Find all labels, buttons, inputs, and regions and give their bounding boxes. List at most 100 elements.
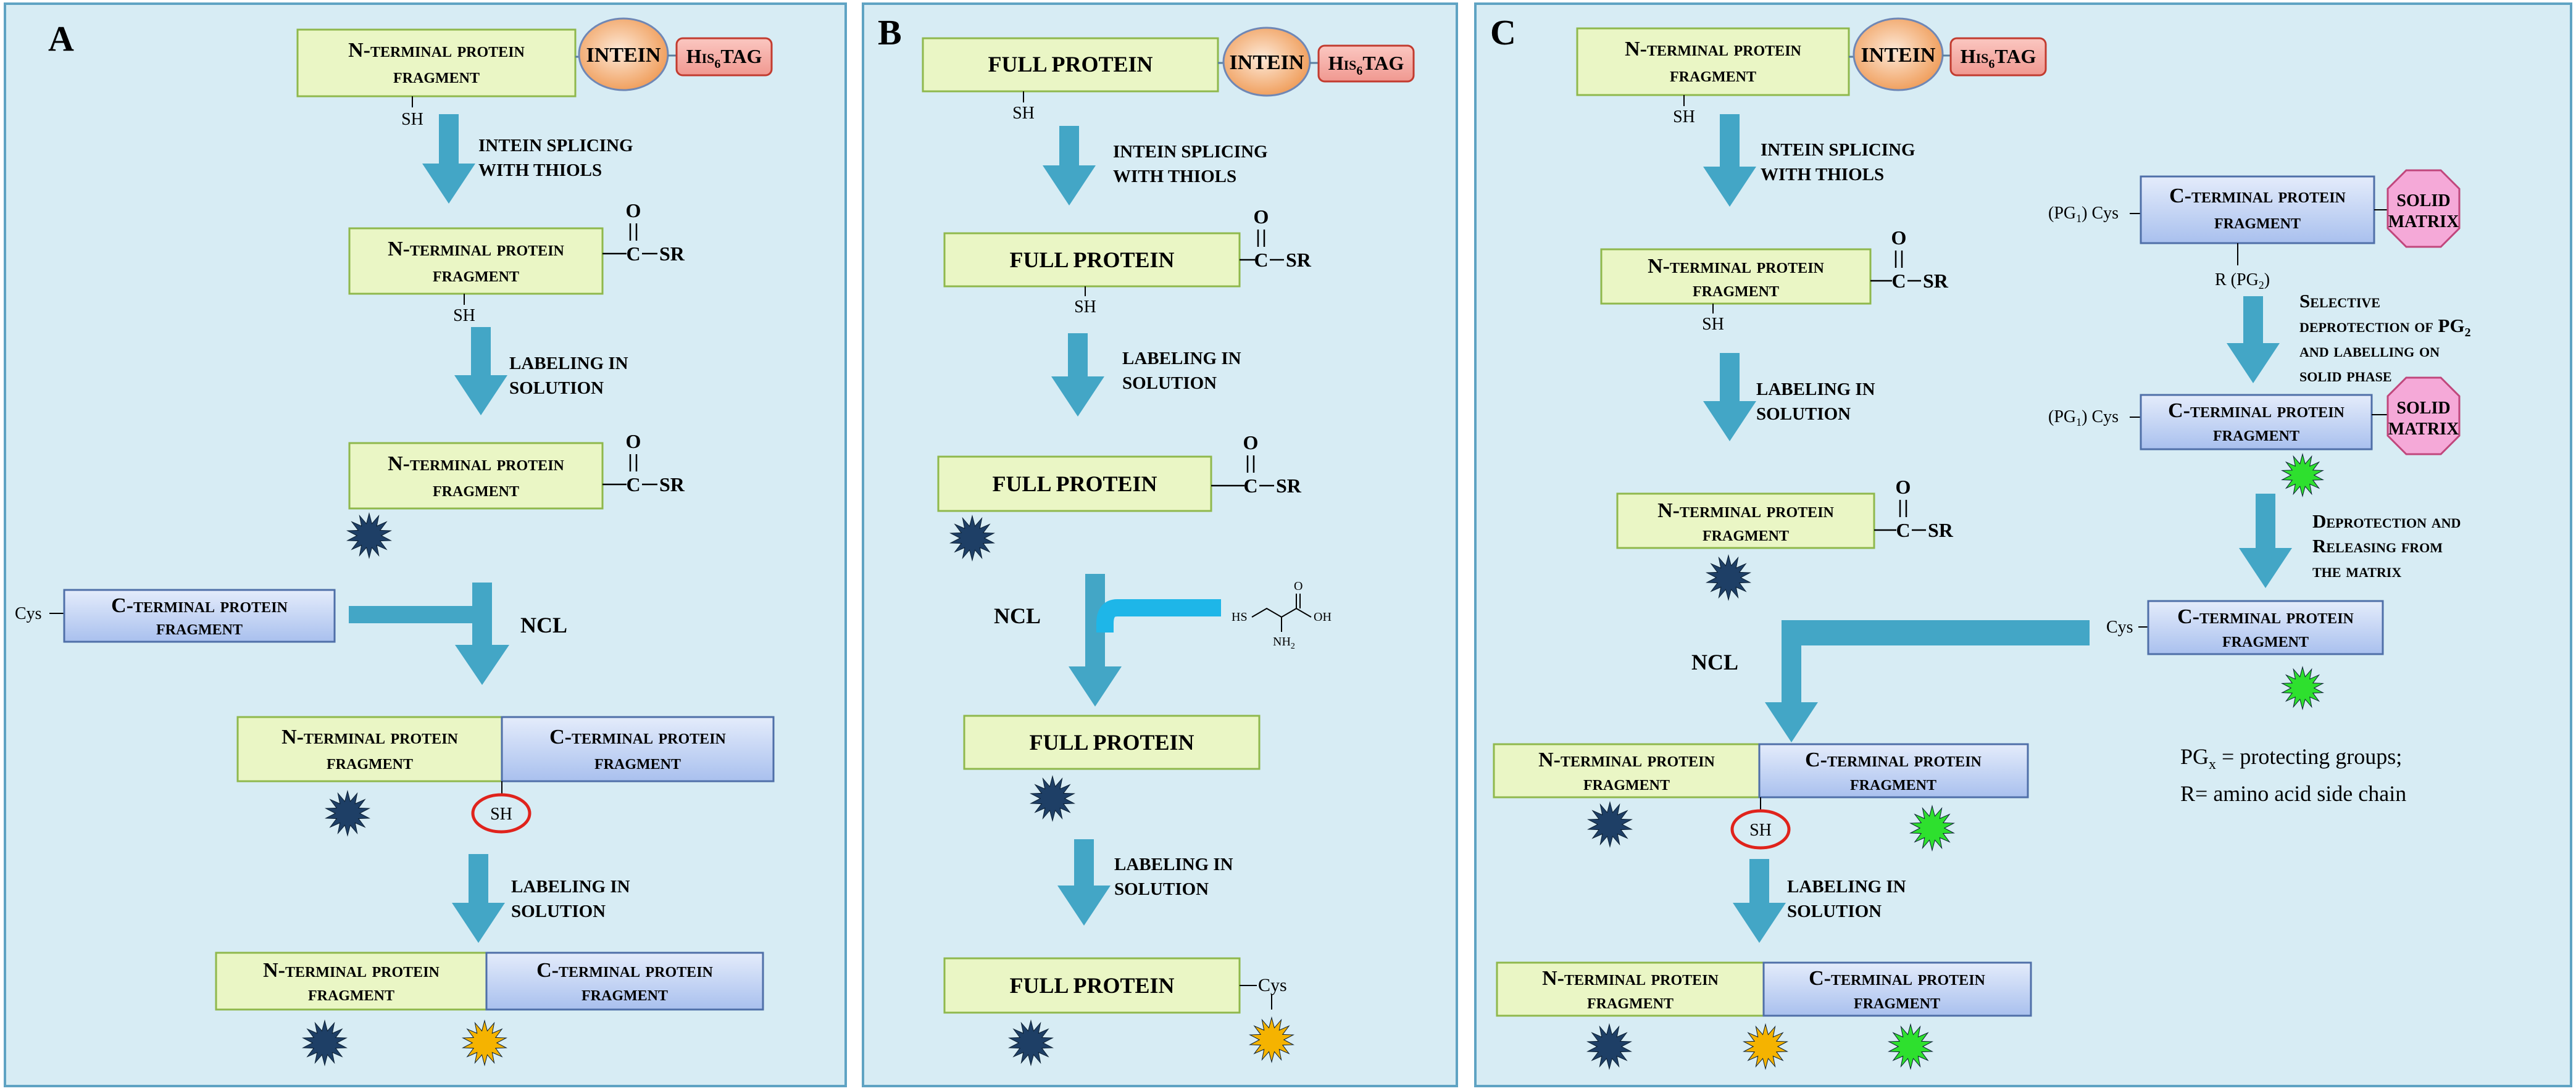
c-legend-r: R= amino acid side chain bbox=[2180, 781, 2406, 806]
spiky-star-fluorophore-icon bbox=[1248, 1016, 1295, 1063]
b-step-label-sol2-2: SOLUTION bbox=[1114, 879, 1209, 899]
a-cys-label: Cys bbox=[15, 604, 42, 623]
b-arrow-ncl bbox=[1069, 574, 1122, 707]
c-step-splicing-1: INTEIN SPLICING bbox=[1761, 140, 1915, 160]
a-his-tag-label: His6TAG bbox=[686, 45, 762, 71]
spiky-star-fluorophore-icon bbox=[949, 515, 996, 562]
c-sh-highlight-circle bbox=[1730, 809, 1791, 850]
a-his-tag-box bbox=[675, 37, 773, 77]
a-labeled-fragment-label: N-terminal protein bbox=[388, 452, 564, 475]
a-step-label-sol2-2: SOLUTION bbox=[511, 902, 606, 921]
a-fusion-fragment-label-2: fragment bbox=[393, 65, 480, 88]
a-thioester-fragment-label-2: fragment bbox=[433, 263, 519, 286]
c-final-n-label-2: fragment bbox=[1587, 990, 1674, 1013]
a-c-fragment-label-2: fragment bbox=[156, 616, 243, 639]
c-solid-matrix-label-1b: MATRIX bbox=[2388, 212, 2459, 231]
c-sp-pg1-cys-1: (PG1) Cys bbox=[2048, 204, 2119, 225]
c-label-star-green-2 bbox=[2280, 666, 2325, 710]
c-ligated-n-label: N-terminal protein bbox=[1538, 749, 1715, 771]
c-sp-pg1-cys-2: (PG1) Cys bbox=[2048, 407, 2119, 428]
b-arrow-labeling-2 bbox=[1057, 839, 1111, 926]
b-labeled-protein-box bbox=[937, 455, 1212, 512]
b-step-label-sol2-1: LABELING IN bbox=[1114, 855, 1233, 874]
spiky-star-fluorophore-icon bbox=[1705, 554, 1752, 601]
a-labeled-fragment-box bbox=[348, 442, 604, 510]
c-ligated-n-box bbox=[1493, 743, 1761, 799]
panel-c: C N-terminal protein fragment INTEIN His… bbox=[1490, 12, 2471, 1070]
b-step-ncl: NCL bbox=[994, 604, 1041, 628]
b-intein-ellipse bbox=[1222, 27, 1311, 97]
a-arrow-labeling-2 bbox=[452, 854, 505, 943]
c-ligated-c-label-2: fragment bbox=[1850, 772, 1936, 795]
b-sh-top: SH bbox=[1012, 104, 1035, 123]
c-final-c-label-2: fragment bbox=[1854, 990, 1940, 1013]
a-arrow-ncl bbox=[349, 583, 509, 685]
a-step-label-sol-2: SOLUTION bbox=[509, 378, 604, 398]
a-thioester-c: C bbox=[626, 243, 640, 265]
a-step-label-sol-1: LABELING IN bbox=[509, 354, 628, 373]
spiky-star-fluorophore-icon bbox=[1887, 1023, 1934, 1070]
c-final-c-label: C-terminal protein bbox=[1809, 967, 1985, 990]
spiky-star-fluorophore-icon bbox=[1007, 1019, 1054, 1066]
a-sh-thioester: SH bbox=[453, 306, 475, 325]
c-intein-label: INTEIN bbox=[1861, 44, 1936, 67]
a-label-star-navy-2 bbox=[324, 790, 371, 837]
b-step-splicing-2: WITH THIOLS bbox=[1113, 167, 1236, 186]
b-arrow-labeling bbox=[1051, 333, 1104, 417]
c-sp-c-fragment-label-3b: fragment bbox=[2222, 629, 2309, 652]
c-intein-ellipse bbox=[1853, 17, 1944, 91]
spiky-star-fluorophore-icon bbox=[346, 512, 393, 559]
spiky-star-fluorophore-icon bbox=[461, 1019, 508, 1066]
c-final-c-box bbox=[1762, 961, 2032, 1017]
c-ligated-c-box bbox=[1758, 743, 2029, 799]
c-sp-c-fragment-label-1b: fragment bbox=[2214, 210, 2301, 233]
spiky-star-fluorophore-icon bbox=[2280, 453, 2325, 497]
c-fusion-fragment-box bbox=[1576, 27, 1850, 96]
c-labeled-thioester-c: C bbox=[1896, 519, 1910, 541]
a-ligated-c-box bbox=[501, 716, 775, 782]
b-cys-nh2: NH2 bbox=[1273, 635, 1295, 651]
b-thioester-sr: SR bbox=[1286, 249, 1312, 271]
a-ligated-n-label: N-terminal protein bbox=[281, 726, 458, 749]
b-step-label-sol-1: LABELING IN bbox=[1122, 349, 1241, 368]
a-label-star-navy-1 bbox=[346, 512, 393, 559]
c-labeled-fragment-box bbox=[1616, 492, 1875, 549]
c-arrow-ncl bbox=[1765, 620, 2090, 742]
a-ligated-n-label-2: fragment bbox=[327, 751, 413, 774]
a-intein-ellipse bbox=[578, 17, 669, 91]
a-fusion-fragment-box bbox=[296, 28, 577, 97]
b-step-splicing-1: INTEIN SPLICING bbox=[1113, 142, 1268, 162]
c-step-release-2: Releasing from bbox=[2312, 535, 2443, 557]
c-label-star-gold bbox=[1742, 1023, 1789, 1070]
panel-a-letter: A bbox=[48, 19, 74, 59]
c-step-ncl: NCL bbox=[1691, 650, 1738, 674]
spiky-star-fluorophore-icon bbox=[1742, 1023, 1789, 1070]
b-ligated-protein-box bbox=[963, 715, 1261, 770]
b-step-label-sol-2: SOLUTION bbox=[1122, 373, 1217, 393]
a-sh-highlight-circle bbox=[471, 793, 531, 834]
b-thioester-c: C bbox=[1254, 249, 1268, 271]
c-step-deprotect-4: solid phase bbox=[2299, 364, 2392, 386]
c-step-label-sol-2: SOLUTION bbox=[1756, 404, 1851, 424]
b-cys-oh: OH bbox=[1314, 610, 1332, 624]
a-final-c-box bbox=[485, 952, 764, 1011]
b-thioester-protein-label: FULL PROTEIN bbox=[1009, 247, 1174, 272]
c-label-star-navy-3 bbox=[1586, 1023, 1633, 1070]
c-sh-top: SH bbox=[1673, 107, 1695, 127]
a-ligated-n-box bbox=[236, 716, 503, 782]
a-final-c-label-2: fragment bbox=[581, 982, 668, 1005]
panel-a: A N-terminal protein fragment INTEIN His… bbox=[15, 17, 775, 1066]
spiky-star-fluorophore-icon bbox=[1909, 805, 1956, 852]
b-thioester-o: O bbox=[1254, 205, 1269, 228]
c-solid-matrix-label-1: SOLID bbox=[2396, 191, 2450, 210]
c-sp-c-fragment-label-3: C-terminal protein bbox=[2177, 605, 2354, 628]
c-labeled-thioester-sr: SR bbox=[1928, 519, 1954, 541]
a-ligated-c-label: C-terminal protein bbox=[549, 726, 726, 749]
c-arrow-release bbox=[2239, 494, 2292, 588]
c-step-splicing-2: WITH THIOLS bbox=[1761, 165, 1884, 185]
a-sh-highlight: SH bbox=[490, 805, 512, 824]
spiky-star-fluorophore-icon bbox=[1586, 801, 1633, 848]
a-final-n-box bbox=[215, 952, 488, 1011]
a-thioester-sr: SR bbox=[659, 243, 685, 265]
c-label-star-green-3 bbox=[1909, 805, 1956, 852]
